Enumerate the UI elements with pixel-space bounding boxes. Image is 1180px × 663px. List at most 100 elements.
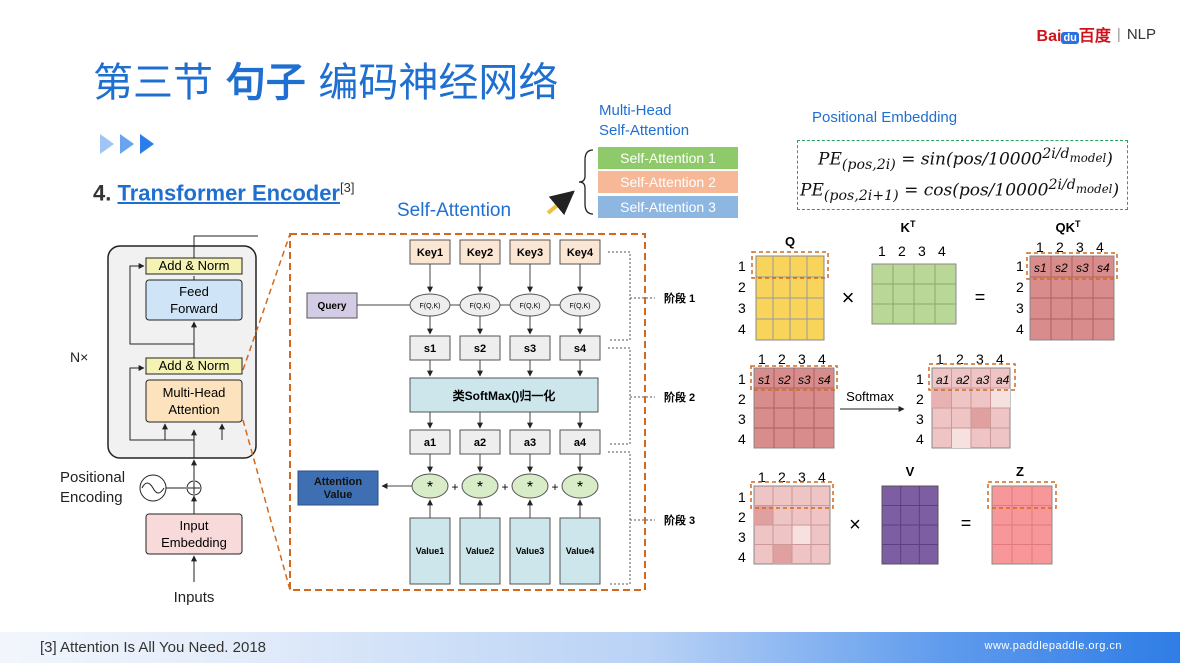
- svg-text:4: 4: [1016, 321, 1024, 337]
- svg-text:1: 1: [758, 469, 766, 485]
- svg-text:Add & Norm: Add & Norm: [159, 258, 230, 273]
- svg-text:=: =: [961, 513, 972, 533]
- multi-head-attention-box: [145, 379, 243, 423]
- svg-text:2: 2: [1056, 239, 1064, 255]
- svg-text:F(Q,K): F(Q,K): [420, 303, 441, 310]
- footer-reference: [3] Attention Is All You Need. 2018: [40, 639, 267, 656]
- svg-text:1: 1: [1036, 239, 1044, 255]
- svg-text:3: 3: [738, 529, 746, 545]
- matrix-attention-weights: [931, 367, 1011, 449]
- footer-url[interactable]: www.paddlepaddle.org.cn: [984, 640, 1122, 652]
- svg-text:s3: s3: [524, 343, 536, 355]
- stage-brackets: [608, 251, 655, 585]
- svg-text:类SoftMax()归一化: 类SoftMax()归一化: [453, 388, 556, 403]
- matrix-qkt: [1029, 255, 1115, 341]
- svg-text:3: 3: [738, 300, 746, 316]
- section-heading: 4. Transformer Encoder[3]: [93, 180, 355, 206]
- matrix-kt: [871, 263, 957, 325]
- transformer-diagram: Add & Norm Feed Forward Add & Norm Multi…: [60, 149, 1118, 606]
- svg-text:s2: s2: [1055, 261, 1068, 275]
- svg-text:s3: s3: [1076, 261, 1089, 275]
- svg-text:+: +: [501, 480, 508, 494]
- q-row-numbers: 12 34: [738, 258, 746, 337]
- svg-text:阶段 2: 阶段 2: [664, 390, 695, 404]
- self-attention-head-2: Self-Attention 2: [598, 171, 738, 193]
- svg-text:F(Q,K): F(Q,K): [570, 303, 591, 310]
- svg-text:4: 4: [818, 351, 826, 367]
- svg-text:s1: s1: [1034, 261, 1047, 275]
- value-row: Value1 Value2 Value3 Value4: [409, 517, 601, 585]
- svg-text:a1: a1: [424, 437, 436, 449]
- svg-text:Inputs: Inputs: [174, 589, 215, 606]
- svg-text:2: 2: [738, 509, 746, 525]
- svg-text:3: 3: [738, 411, 746, 427]
- svg-text:Multi-Head: Multi-Head: [163, 385, 226, 400]
- svg-text:F(Q,K): F(Q,K): [470, 303, 491, 310]
- svg-text:2: 2: [916, 391, 924, 407]
- weight-row: a1 a2 a3 a4: [409, 429, 601, 455]
- svg-text:a2: a2: [956, 373, 970, 387]
- svg-text:1: 1: [1016, 258, 1024, 274]
- svg-text:a2: a2: [474, 437, 486, 449]
- svg-text:4: 4: [818, 469, 826, 485]
- svg-text:s2: s2: [474, 343, 486, 355]
- svg-text:Input: Input: [180, 518, 209, 533]
- svg-text:V: V: [906, 464, 915, 479]
- svg-text:3: 3: [918, 243, 926, 259]
- matrix-z: [991, 485, 1053, 565]
- matrix-scores: [753, 367, 835, 449]
- svg-text:2: 2: [778, 469, 786, 485]
- svg-text:a1: a1: [936, 373, 949, 387]
- svg-text:1: 1: [738, 371, 746, 387]
- svg-text:Z: Z: [1016, 464, 1024, 479]
- svg-text:Key4: Key4: [567, 247, 594, 259]
- svg-text:1: 1: [738, 258, 746, 274]
- decorative-arrows-icon: [100, 134, 154, 154]
- multihead-brace: [578, 149, 594, 215]
- svg-text:×: ×: [849, 514, 861, 536]
- attention-value-box: [297, 470, 379, 506]
- transformer-encoder-link[interactable]: Transformer Encoder: [117, 180, 340, 206]
- svg-text:2: 2: [1016, 279, 1024, 295]
- svg-text:Positional: Positional: [60, 469, 125, 486]
- encoder-block: Add & Norm Feed Forward Add & Norm Multi…: [60, 233, 291, 606]
- matrix-v: [881, 485, 939, 565]
- svg-text:Value1: Value1: [416, 546, 445, 556]
- svg-text:4: 4: [916, 431, 924, 447]
- matrix-q: [755, 255, 825, 341]
- svg-text:Add & Norm: Add & Norm: [159, 358, 230, 373]
- pe-sin-equation: PE(pos,2i) = sin(pos/100002i/dmodel): [818, 146, 1113, 174]
- svg-text:4: 4: [938, 243, 946, 259]
- yellow-arrow-icon: [546, 190, 575, 216]
- svg-text:s1: s1: [424, 343, 436, 355]
- svg-text:*: *: [577, 479, 583, 496]
- attention-detail-frame: [289, 233, 646, 591]
- svg-text:Value: Value: [324, 489, 353, 501]
- svg-text:KT: KT: [901, 219, 916, 235]
- svg-text:Softmax: Softmax: [846, 389, 894, 404]
- svg-text:=: =: [975, 287, 986, 307]
- svg-text:a4: a4: [996, 373, 1010, 387]
- query-box: [306, 292, 358, 319]
- svg-text:2: 2: [956, 351, 964, 367]
- positional-embedding-label: Positional Embedding: [812, 109, 958, 126]
- svg-text:阶段 3: 阶段 3: [664, 513, 695, 527]
- svg-text:3: 3: [1076, 239, 1084, 255]
- svg-text:4: 4: [996, 351, 1004, 367]
- svg-text:s4: s4: [818, 373, 831, 387]
- svg-text:s2: s2: [778, 373, 791, 387]
- pe-cos-equation: PE(pos,2i+1) = cos(pos/100002i/dmodel): [800, 177, 1120, 205]
- self-attention-head-3: Self-Attention 3: [598, 196, 738, 218]
- svg-text:N×: N×: [70, 349, 88, 365]
- svg-text:阶段 1: 阶段 1: [664, 291, 695, 305]
- svg-text:a3: a3: [976, 373, 990, 387]
- svg-text:Key3: Key3: [517, 247, 543, 259]
- key-row: Key1 Key2 Key3 Key4: [409, 239, 601, 265]
- attention-detail: Key1 Key2 Key3 Key4 Query F(Q,K) F(Q,K) …: [289, 233, 695, 591]
- matrix-attention-weights-2: [753, 485, 831, 565]
- positional-embedding-box: [797, 140, 1128, 210]
- svg-text:Feed: Feed: [179, 284, 209, 299]
